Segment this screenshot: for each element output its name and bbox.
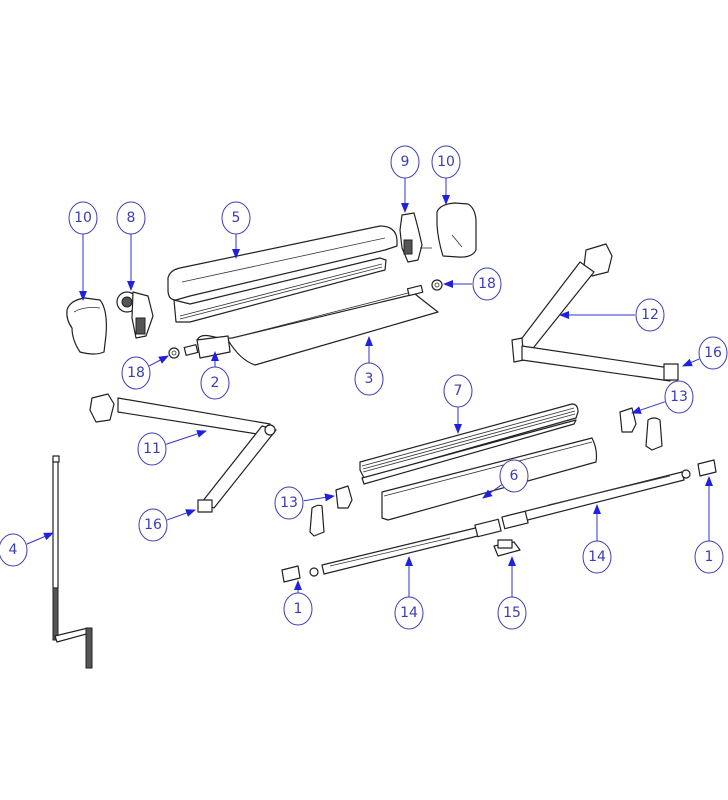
part-crank-handle — [52, 455, 93, 669]
callout-18: 18 — [121, 355, 169, 390]
leader-arrow — [631, 401, 665, 414]
callout-circle — [390, 145, 420, 179]
part-end-mechanism — [399, 212, 432, 263]
part-center-clip — [493, 539, 521, 557]
callout-number: 1 — [294, 601, 303, 617]
part-case-profile — [167, 225, 398, 323]
callout-circle — [698, 336, 728, 370]
part-roller-fabric — [183, 284, 439, 366]
leader-arrow — [482, 484, 503, 499]
callout-15: 15 — [497, 556, 527, 630]
leader-arrow — [149, 355, 169, 367]
callout-circle — [497, 596, 527, 630]
callout-circle — [499, 459, 529, 493]
part-end-bracket-left — [281, 565, 301, 583]
part-support-leg-right — [501, 469, 691, 530]
callout-circle — [443, 374, 473, 408]
part-lead-rail-cover — [381, 437, 598, 521]
callout-circle — [694, 540, 724, 574]
callout-2: 2 — [200, 351, 230, 400]
callout-14: 14 — [582, 504, 612, 574]
callout-10: 10 — [431, 145, 461, 205]
callout-circle — [635, 298, 665, 332]
part-lead-rail — [359, 403, 579, 485]
callout-9: 9 — [390, 145, 420, 213]
callout-number: 3 — [365, 371, 374, 387]
part-end-caps-left — [309, 485, 353, 537]
callout-number: 8 — [127, 210, 136, 226]
leader-arrow — [26, 532, 54, 545]
part-end-caps-right — [619, 407, 663, 451]
callout-circle — [472, 267, 502, 301]
callout-10: 10 — [68, 201, 98, 301]
callout-number: 16 — [704, 345, 722, 361]
callout-number: 18 — [478, 276, 496, 292]
leader-arrow — [682, 358, 700, 367]
callout-number: 10 — [437, 154, 455, 170]
callout-3: 3 — [354, 336, 384, 396]
part-left-arm — [89, 393, 277, 513]
callout-5: 5 — [221, 201, 251, 259]
callout-circle — [354, 362, 384, 396]
part-gear-mechanism — [116, 291, 154, 339]
callout-circle — [116, 201, 146, 235]
part-end-bracket-right — [697, 459, 717, 477]
callout-circle — [68, 201, 98, 235]
callout-number: 11 — [143, 441, 161, 457]
callout-number: 5 — [232, 210, 241, 226]
part-bushing-right — [431, 279, 443, 291]
callout-4: 4 — [0, 532, 54, 567]
callout-number: 14 — [588, 549, 606, 565]
part-right-arm — [511, 243, 679, 382]
part-support-leg-left — [309, 518, 502, 577]
callout-16: 16 — [138, 508, 196, 542]
leader-arrow — [303, 493, 335, 502]
part-end-cap-left — [66, 297, 107, 355]
callout-8: 8 — [116, 201, 146, 291]
part-end-cap-right — [436, 202, 477, 258]
callout-circle — [0, 533, 28, 567]
callout-circle — [431, 145, 461, 179]
leader-arrow — [166, 430, 207, 445]
callout-6: 6 — [482, 459, 529, 499]
callout-circle — [137, 432, 167, 466]
callout-number: 13 — [280, 495, 298, 511]
leader-arrow — [166, 509, 196, 521]
callout-11: 11 — [137, 430, 207, 466]
callout-18: 18 — [443, 267, 502, 301]
callout-circle — [394, 596, 424, 630]
callout-number: 16 — [144, 517, 162, 533]
callout-number: 9 — [401, 154, 410, 170]
callout-number: 12 — [641, 307, 659, 323]
callout-number: 6 — [510, 468, 519, 484]
callout-number: 18 — [127, 365, 145, 381]
callout-number: 15 — [503, 605, 521, 621]
callout-number: 13 — [670, 389, 688, 405]
callout-circle — [274, 486, 304, 520]
callout-circle — [283, 592, 313, 626]
callout-16: 16 — [682, 336, 728, 370]
callout-circle — [221, 201, 251, 235]
callout-13: 13 — [274, 486, 335, 520]
callout-14: 14 — [394, 556, 424, 630]
callout-number: 14 — [400, 605, 418, 621]
callout-7: 7 — [443, 374, 473, 434]
callout-number: 7 — [454, 383, 463, 399]
callout-12: 12 — [559, 298, 665, 332]
callout-circle — [664, 380, 694, 414]
callout-1: 1 — [694, 476, 724, 574]
callout-circle — [138, 508, 168, 542]
callout-number: 1 — [705, 549, 714, 565]
callout-number: 10 — [74, 210, 92, 226]
callout-13: 13 — [631, 380, 694, 414]
callout-circle — [582, 540, 612, 574]
callout-circle — [200, 366, 230, 400]
callout-number: 4 — [9, 542, 18, 558]
callout-1: 1 — [283, 580, 313, 626]
part-bushing-left — [168, 347, 180, 359]
callout-number: 2 — [211, 375, 220, 391]
callout-circle — [121, 356, 151, 390]
